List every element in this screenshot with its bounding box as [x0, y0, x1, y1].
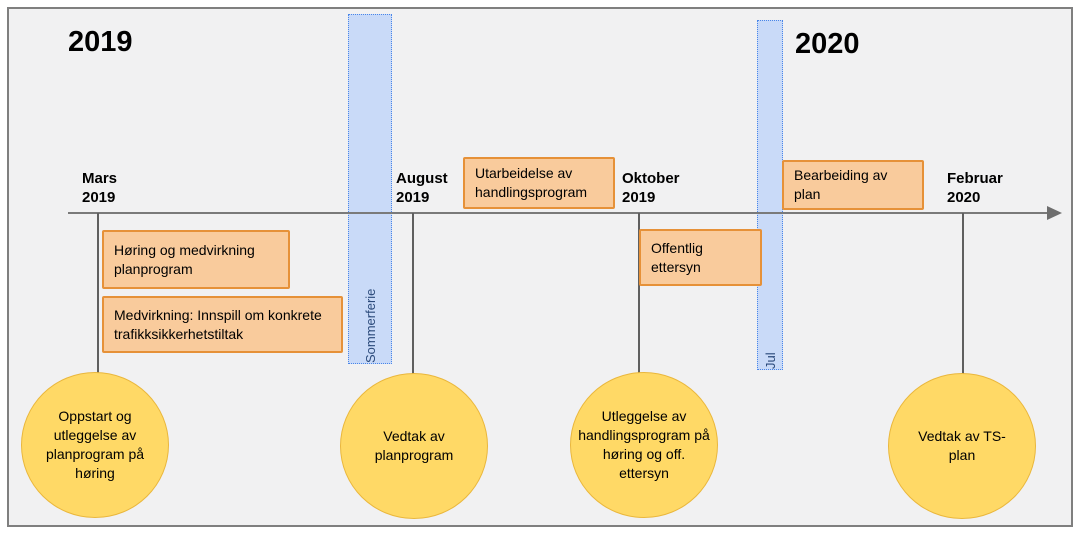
milestone-label: Vedtak av TS-plan	[918, 428, 1006, 463]
activity-label: Høring og medvirkning planprogram	[114, 241, 255, 277]
connector-august	[412, 213, 414, 375]
axis-year: 2019	[396, 189, 430, 206]
milestone-label: Vedtak av planprogram	[374, 428, 454, 463]
axis-label-oktober: Oktober 2019	[622, 169, 680, 207]
axis-year: 2019	[622, 189, 656, 206]
milestone-circle-vedtak-planprogram: Vedtak av planprogram	[340, 373, 488, 519]
milestone-circle-vedtak-tsplan: Vedtak av TS-plan	[888, 373, 1036, 519]
band-label-jul: Jul	[762, 352, 778, 369]
axis-label-mars: Mars 2019	[82, 169, 117, 207]
axis-year: 2019	[82, 189, 116, 206]
axis-label-februar: Februar 2020	[947, 169, 1003, 207]
year-heading-2019: 2019	[68, 26, 133, 58]
activity-box-utarbeidelse: Utarbeidelse av handlingsprogram	[463, 157, 615, 209]
milestone-label: Utleggelse av handlingsprogram på høring…	[578, 408, 710, 481]
activity-label: Offentlig ettersyn	[651, 239, 703, 275]
axis-label-august: August 2019	[396, 169, 448, 207]
year-heading-2020: 2020	[795, 28, 860, 60]
activity-box-bearbeiding: Bearbeiding av plan	[782, 160, 924, 210]
connector-oktober	[638, 213, 640, 375]
activity-label: Medvirkning: Innspill om konkrete trafik…	[114, 306, 322, 342]
timeline-axis	[68, 212, 1050, 214]
milestone-circle-utleggelse: Utleggelse av handlingsprogram på høring…	[570, 372, 718, 518]
activity-box-medvirkning: Medvirkning: Innspill om konkrete trafik…	[102, 296, 343, 353]
connector-februar	[962, 213, 964, 375]
activity-box-offentlig-ettersyn: Offentlig ettersyn	[639, 229, 762, 286]
axis-month: Oktober	[622, 170, 680, 187]
vacation-band-sommerferie: Sommerferie	[348, 14, 392, 364]
milestone-circle-oppstart: Oppstart og utleggelse av planprogram på…	[21, 372, 169, 518]
axis-month: Mars	[82, 170, 118, 187]
activity-box-horing: Høring og medvirkning planprogram	[102, 230, 290, 289]
axis-month: August	[396, 170, 448, 187]
timeline-arrowhead-icon	[1047, 206, 1062, 220]
band-label-sommerferie: Sommerferie	[362, 288, 378, 363]
axis-month: Februar	[947, 170, 1003, 187]
vacation-band-jul: Jul	[757, 20, 783, 370]
connector-mars	[97, 213, 99, 375]
activity-label: Utarbeidelse av handlingsprogram	[475, 165, 588, 200]
axis-year: 2020	[947, 189, 981, 206]
milestone-label: Oppstart og utleggelse av planprogram på…	[45, 408, 145, 481]
activity-label: Bearbeiding av plan	[794, 167, 888, 202]
